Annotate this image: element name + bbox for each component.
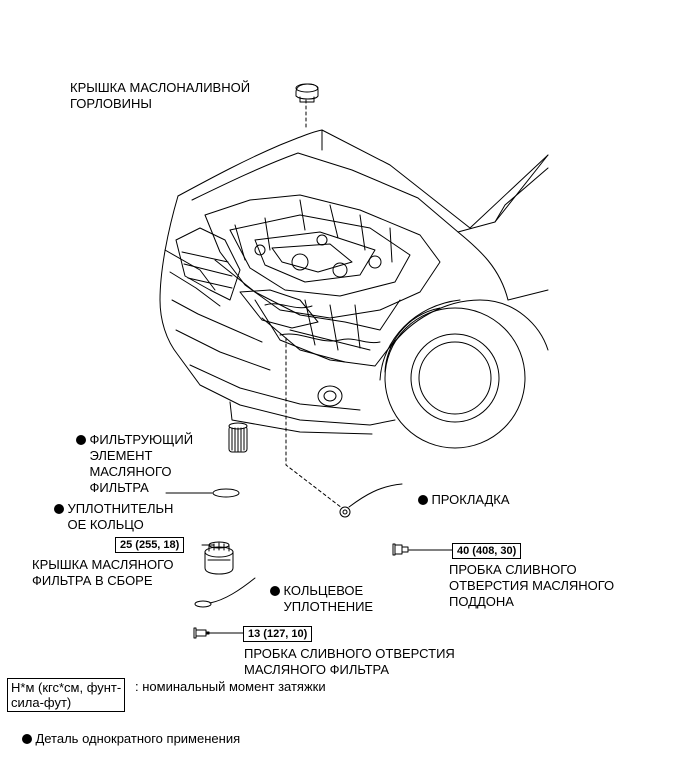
gasket-part bbox=[339, 506, 351, 518]
pan-drain-plug-part bbox=[392, 543, 409, 556]
gasket-text: ПРОКЛАДКА bbox=[431, 492, 510, 507]
filler-cap-label: КРЫШКА МАСЛОНАЛИВНОЙ ГОРЛОВИНЫ bbox=[70, 80, 251, 111]
leader-lines bbox=[165, 99, 453, 634]
oil-filter-cap-part bbox=[204, 541, 234, 575]
seal-ring-label: УПЛОТНИТЕЛЬН ОЕ КОЛЬЦО bbox=[40, 485, 173, 549]
oil-filter-element-part bbox=[228, 422, 248, 453]
single-use-bullet-icon bbox=[22, 734, 33, 744]
single-use-legend: Деталь однократного применения bbox=[8, 715, 240, 757]
oil-filler-cap-part bbox=[295, 83, 319, 103]
seal-ring-part bbox=[212, 488, 240, 498]
filter-element-text: ФИЛЬТРУЮЩИЙ ЭЛЕМЕНТ МАСЛЯНОГО ФИЛЬТРА bbox=[89, 432, 194, 495]
pan-drain-plug-label: ПРОБКА СЛИВНОГО ОТВЕРСТИЯ МАСЛЯНОГО ПОДД… bbox=[449, 562, 615, 609]
gasket-label: ПРОКЛАДКА bbox=[404, 476, 510, 524]
single-use-bullet-icon bbox=[54, 504, 65, 514]
filter-drain-plug-label: ПРОБКА СЛИВНОГО ОТВЕРСТИЯ МАСЛЯНОГО ФИЛЬ… bbox=[244, 646, 455, 677]
filter-element-label: ФИЛЬТРУЮЩИЙ ЭЛЕМЕНТ МАСЛЯНОГО ФИЛЬТРА bbox=[62, 416, 193, 512]
o-ring-text: КОЛЬЦЕВОЕ УПЛОТНЕНИЕ bbox=[283, 583, 374, 614]
seal-ring-text: УПЛОТНИТЕЛЬН ОЕ КОЛЬЦО bbox=[67, 501, 174, 532]
o-ring-part bbox=[194, 600, 212, 608]
single-use-bullet-icon bbox=[270, 586, 281, 596]
car-body-outline bbox=[159, 129, 549, 449]
single-use-bullet-icon bbox=[76, 435, 87, 445]
filter-drain-plug-part bbox=[193, 627, 210, 639]
filter-drain-plug-torque-badge: 13 (127, 10) bbox=[243, 626, 313, 642]
single-use-bullet-icon bbox=[418, 495, 429, 505]
pan-drain-plug-torque-badge: 40 (408, 30) bbox=[452, 543, 522, 559]
o-ring-label: КОЛЬЦЕВОЕ УПЛОТНЕНИЕ bbox=[256, 567, 373, 631]
torque-unit-legend-box: Н*м (кгс*см, фунт- сила-фут) bbox=[7, 678, 126, 712]
single-use-legend-text: Деталь однократного применения bbox=[35, 731, 241, 746]
filter-cap-assy-label: КРЫШКА МАСЛЯНОГО ФИЛЬТРА В СБОРЕ bbox=[32, 557, 174, 588]
filter-cap-torque-badge: 25 (255, 18) bbox=[115, 537, 185, 553]
torque-unit-legend-text: : номинальный момент затяжки bbox=[135, 679, 326, 694]
